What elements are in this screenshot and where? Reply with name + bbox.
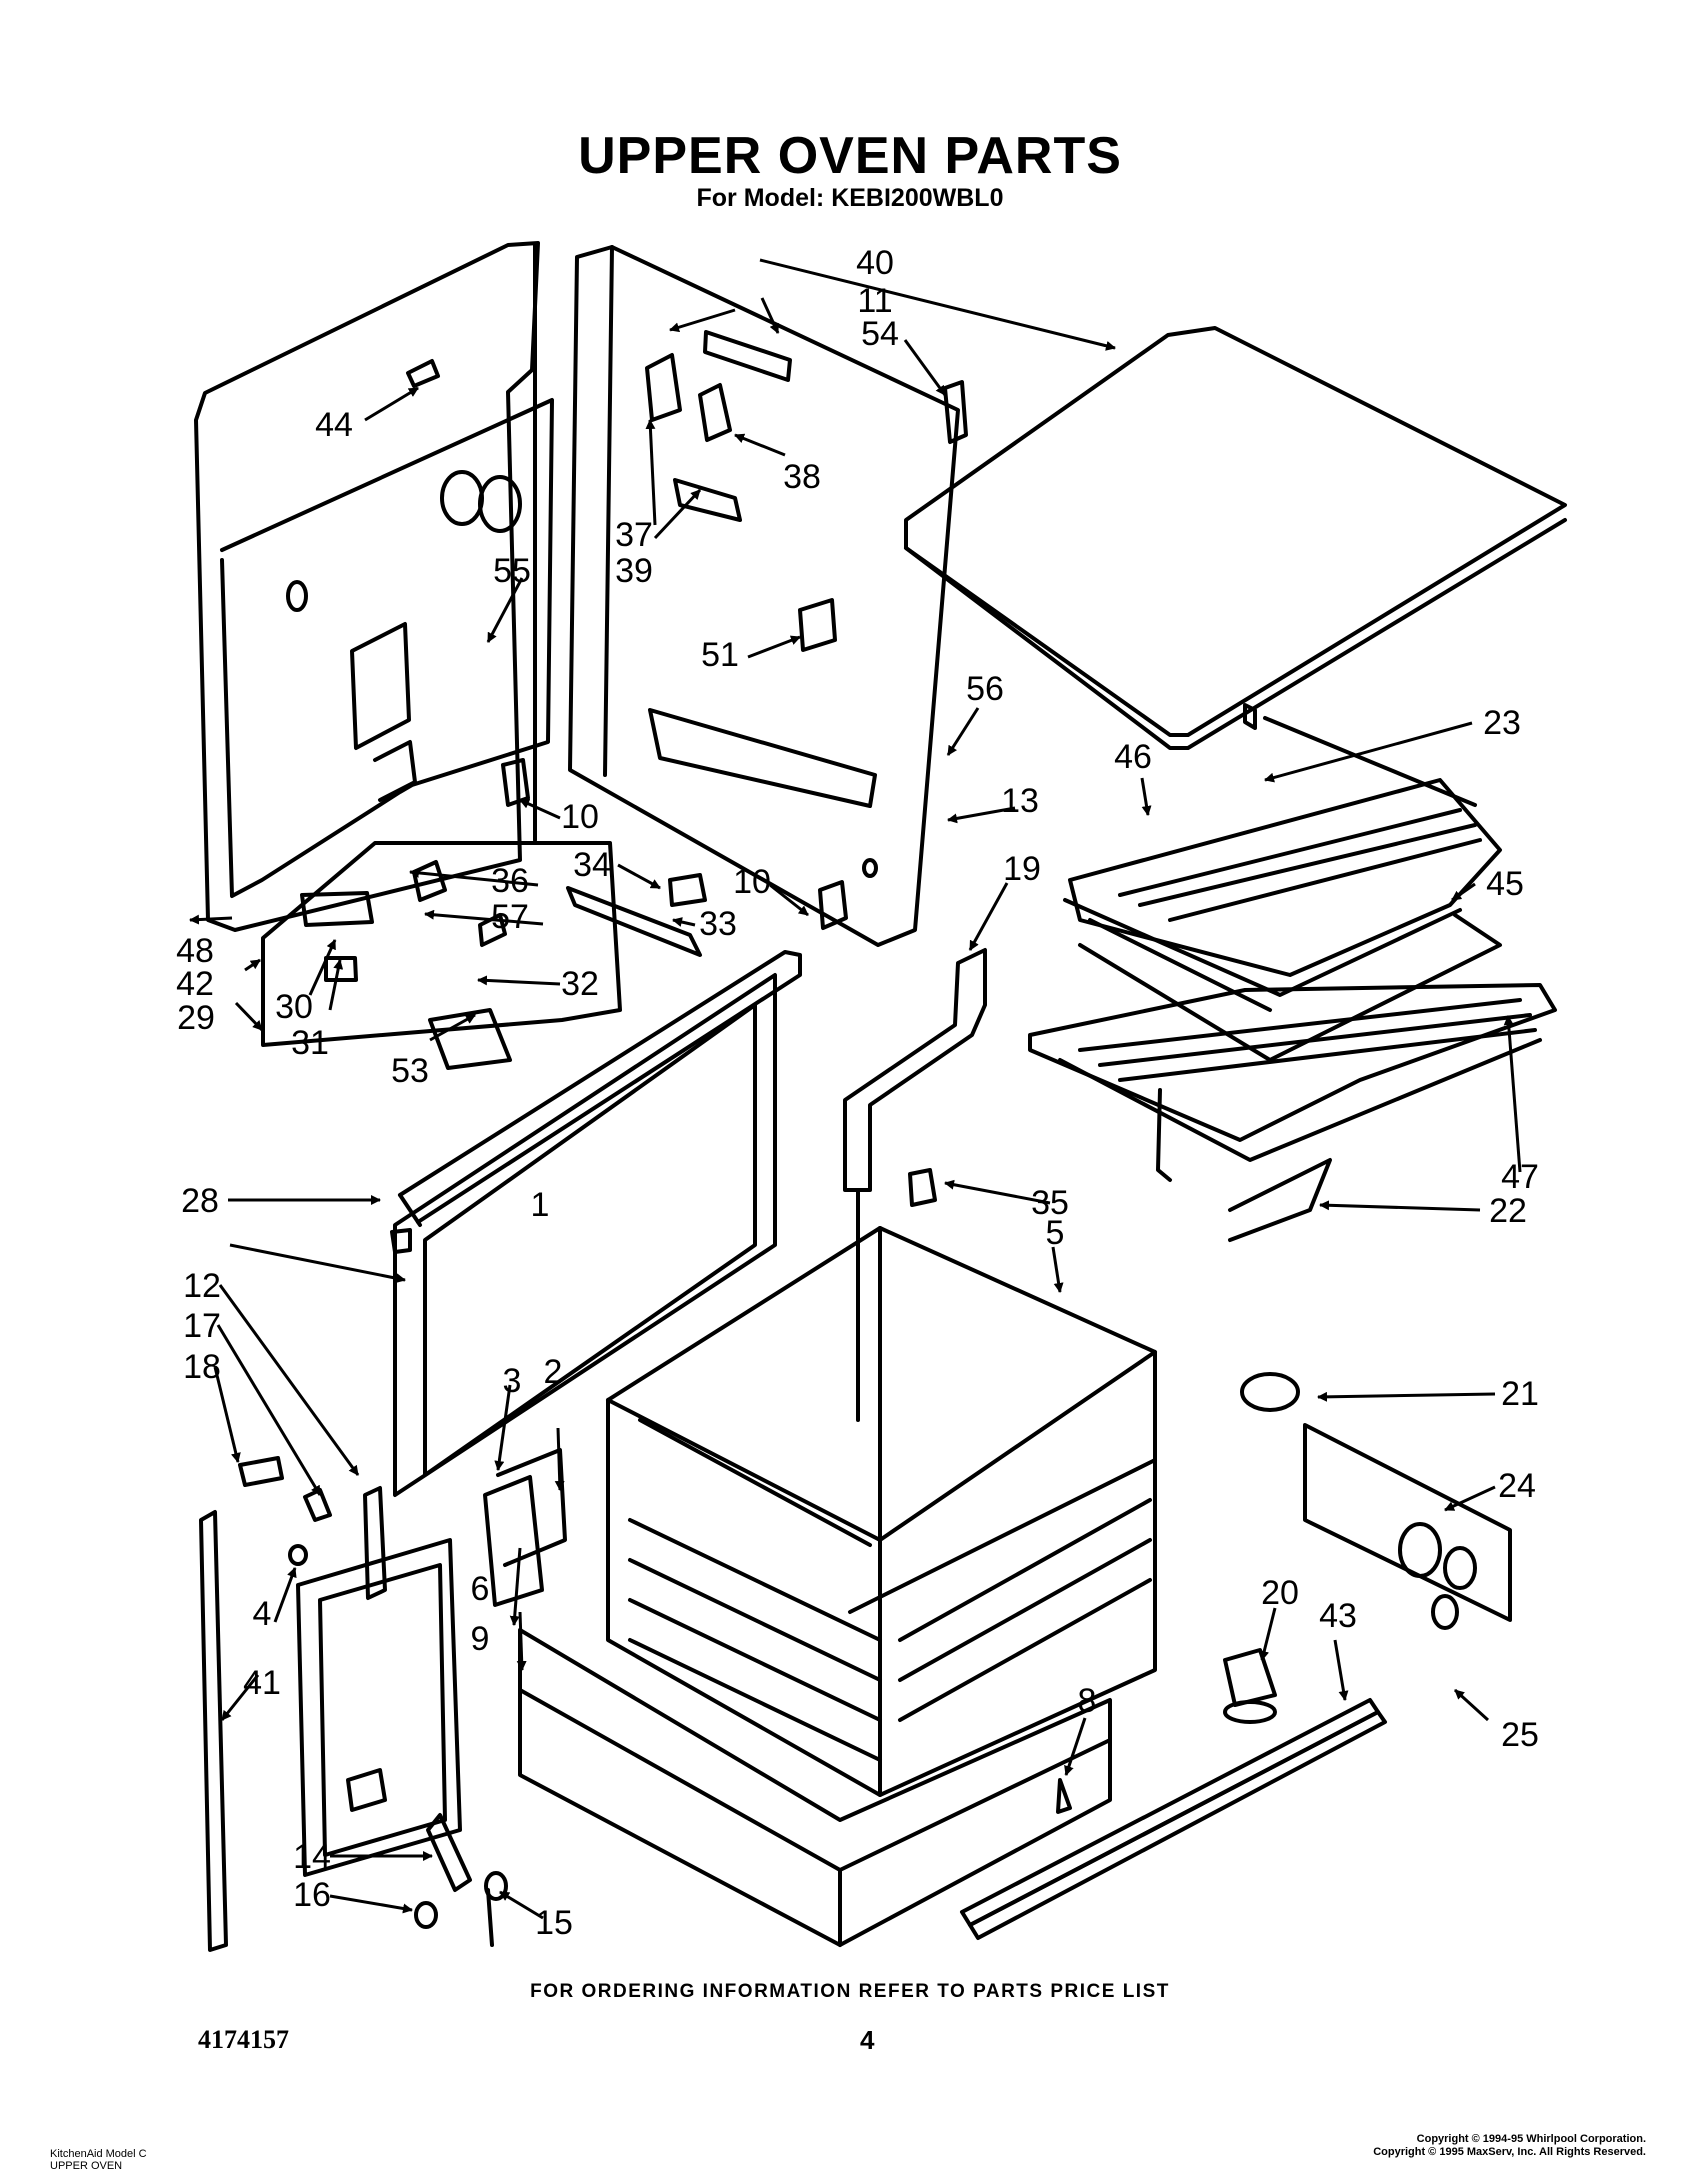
- callout-45: 45: [1486, 865, 1524, 903]
- footer-copyright: Copyright © 1994-95 Whirlpool Corporatio…: [1373, 2133, 1646, 2159]
- door-hinge-and-gasket: [199, 703, 1257, 1952]
- callout-55: 55: [493, 552, 531, 590]
- callout-14: 14: [293, 1838, 331, 1876]
- rear-control-panel: [501, 245, 960, 947]
- vent-tube: [843, 948, 987, 1422]
- callout-39: 39: [615, 552, 653, 590]
- callout-1: 1: [531, 1186, 550, 1224]
- callout-48: 48: [176, 932, 214, 970]
- callout-33: 33: [699, 905, 737, 943]
- callout-31: 31: [291, 1024, 329, 1062]
- callout-40: 40: [856, 244, 894, 282]
- callout-51: 51: [701, 636, 739, 674]
- callout-5: 5: [1046, 1214, 1065, 1252]
- callout-47: 47: [1501, 1158, 1539, 1196]
- oven-top-panel: [904, 326, 1567, 750]
- copyright-line-1: Copyright © 1994-95 Whirlpool Corporatio…: [1416, 2133, 1646, 2145]
- page-number: 4: [860, 2025, 875, 2055]
- callout-6: 6: [471, 1570, 490, 1608]
- page-title: UPPER OVEN PARTS: [578, 127, 1122, 185]
- callout-21: 21: [1501, 1375, 1539, 1413]
- callout-16: 16: [293, 1876, 331, 1914]
- callout-19: 19: [1003, 850, 1041, 888]
- callout-28: 28: [181, 1182, 219, 1220]
- callout-37: 37: [615, 516, 653, 554]
- callout-43: 43: [1319, 1597, 1357, 1635]
- callout-10-upper: 10: [561, 798, 599, 836]
- callout-38: 38: [783, 458, 821, 496]
- callout-24: 24: [1498, 1467, 1536, 1505]
- callout-11: 11: [857, 282, 892, 320]
- callout-23: 23: [1483, 704, 1521, 742]
- callout-57: 57: [491, 898, 529, 936]
- callout-29: 29: [177, 999, 215, 1037]
- footer-section-line: UPPER OVEN: [50, 2160, 123, 2172]
- callout-41: 41: [243, 1664, 281, 1702]
- callout-34: 34: [573, 846, 611, 884]
- component-inset-box: [261, 841, 707, 1070]
- callout-12: 12: [183, 1267, 221, 1305]
- callout-18: 18: [183, 1348, 221, 1386]
- footer-model-line: KitchenAid Model C: [50, 2148, 147, 2160]
- model-subtitle: For Model: KEBI200WBL0: [696, 184, 1004, 212]
- front-trim-strip: [390, 1228, 1387, 1940]
- ordering-note: FOR ORDERING INFORMATION REFER TO PARTS …: [530, 1981, 1170, 2002]
- callout-13: 13: [1001, 782, 1039, 820]
- callout-3: 3: [503, 1362, 522, 1400]
- callout-56: 56: [966, 670, 1004, 708]
- broil-element-and-racks: [1028, 716, 1557, 1242]
- oven-cavity: [518, 1226, 1157, 1947]
- callout-44: 44: [315, 406, 353, 444]
- callout-17: 17: [183, 1307, 221, 1345]
- footer-model-info: KitchenAid Model C UPPER OVEN: [50, 2148, 147, 2172]
- document-number: 4174157: [198, 2025, 289, 2054]
- callout-53: 53: [391, 1052, 429, 1090]
- callout-4: 4: [253, 1595, 272, 1633]
- callout-35: 35: [1031, 1184, 1069, 1222]
- callout-8: 8: [1078, 1682, 1097, 1720]
- callout-30: 30: [275, 988, 313, 1026]
- callout-32: 32: [561, 965, 599, 1003]
- callout-9: 9: [471, 1620, 490, 1658]
- oven-front-frame: [393, 950, 802, 1497]
- light-assembly: [1223, 1372, 1512, 1724]
- callout-25: 25: [1501, 1716, 1539, 1754]
- callout-22: 22: [1489, 1192, 1527, 1230]
- copyright-line-2: Copyright © 1995 MaxServ, Inc. All Right…: [1373, 2146, 1646, 2158]
- leader-lines: [189, 258, 1522, 1920]
- callout-2: 2: [544, 1353, 563, 1391]
- callout-54: 54: [861, 315, 899, 353]
- callout-46: 46: [1114, 738, 1152, 776]
- rear-side-panel: [194, 241, 554, 932]
- callout-20: 20: [1261, 1574, 1299, 1612]
- callout-36: 36: [491, 862, 529, 900]
- callout-42: 42: [176, 965, 214, 1003]
- callout-15: 15: [535, 1904, 573, 1942]
- callout-labels: 1 2 3 4 5 6 8 9 10 10 11 12 13 14 15 16 …: [176, 244, 1539, 1942]
- callout-10-lower: 10: [733, 863, 771, 901]
